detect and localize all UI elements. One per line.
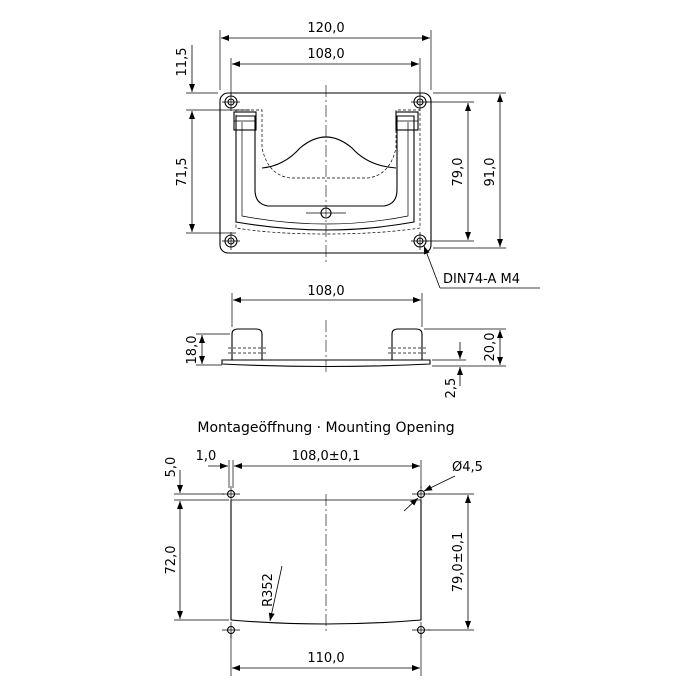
handle-recess-dashed xyxy=(235,109,421,235)
screw-hole-tr xyxy=(411,93,429,111)
opening-hole-tl xyxy=(222,486,240,502)
opening-dim-width: 110,0 xyxy=(307,651,344,666)
side-plate xyxy=(221,359,431,368)
side-dim-height-left: 18,0 xyxy=(185,336,200,365)
screw-callout: DIN74-A M4 xyxy=(443,272,520,287)
dim-overall-height: 91,0 xyxy=(483,158,498,187)
opening-dim-radius: R352 xyxy=(261,573,276,607)
opening-dim-edge: 1,0 xyxy=(196,449,217,464)
side-dim-height-right: 20,0 xyxy=(483,333,498,362)
side-view: 108,0 18,0 20,0 2,5 xyxy=(185,284,506,398)
screw-hole-tl xyxy=(222,93,240,111)
side-hinge-right xyxy=(391,328,423,360)
dim-top-offset: 11,5 xyxy=(175,48,190,77)
opening-hole-tr xyxy=(412,486,430,502)
handle-arc xyxy=(261,136,397,169)
mounting-opening-title: Montageöffnung · Mounting Opening xyxy=(197,420,454,436)
dim-overall-width: 120,0 xyxy=(307,21,344,36)
handle-bail-inner xyxy=(241,122,409,225)
screw-hole-bl xyxy=(222,232,240,250)
handle-plate-outline xyxy=(219,92,432,254)
dim-left-height: 71,5 xyxy=(175,158,190,187)
top-view: 120,0 108,0 11,5 71,5 79,0 91,0 DIN74-A xyxy=(175,21,540,289)
opening-dim-height: 72,0 xyxy=(164,546,179,575)
dim-hole-spacing: 108,0 xyxy=(307,47,344,62)
opening-dim-hole-spacing: 108,0±0,1 xyxy=(292,449,361,464)
side-hinge-left xyxy=(231,328,263,360)
handle-bail xyxy=(235,115,415,231)
opening-dim-hole-height: 79,0±0,1 xyxy=(451,532,466,593)
opening-dim-top: 5,0 xyxy=(164,457,179,478)
side-dim-plate: 2,5 xyxy=(444,378,459,399)
mounting-opening-view: Montageöffnung · Mounting Opening 1,0 xyxy=(164,420,483,676)
dim-hole-height: 79,0 xyxy=(451,158,466,187)
opening-dim-hole-diameter: Ø4,5 xyxy=(452,460,483,475)
side-dim-width: 108,0 xyxy=(307,284,344,299)
